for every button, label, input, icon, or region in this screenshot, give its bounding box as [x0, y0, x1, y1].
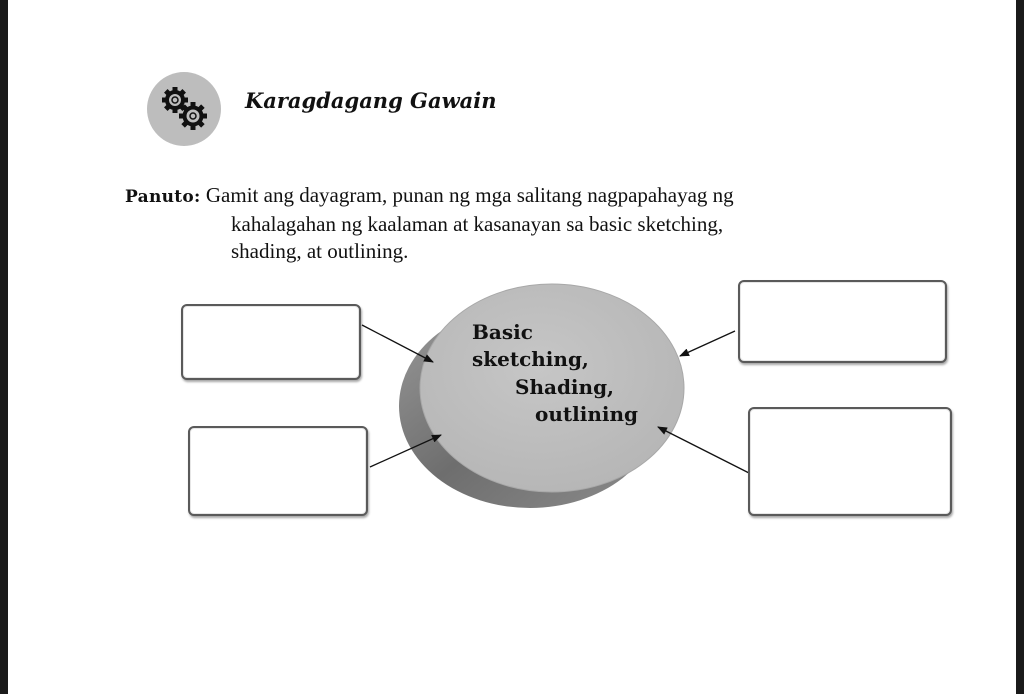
instructions-paragraph: Panuto: Gamit ang dayagram, punan ng mga…	[125, 182, 845, 265]
answer-box-top-left[interactable]	[181, 304, 361, 380]
activity-title: Karagdagang Gawain	[245, 88, 497, 113]
instructions-label: Panuto:	[125, 187, 201, 207]
arrow-top-right	[679, 330, 736, 357]
instructions-line-3: shading, at outlining.	[231, 239, 409, 263]
answer-box-top-right[interactable]	[738, 280, 947, 363]
instructions-line-1: Gamit ang dayagram, punan ng mga salitan…	[205, 183, 734, 207]
diagram-graphics	[361, 283, 750, 508]
center-disc-top	[419, 283, 685, 493]
center-label-line-1: Basic	[472, 320, 533, 344]
worksheet-page: Karagdagang Gawain Panuto: Gamit ang day…	[8, 0, 1016, 694]
answer-box-bottom-right[interactable]	[748, 407, 952, 516]
center-label-line-2: sketching,	[472, 347, 589, 371]
center-label-line-4: outlining	[535, 402, 638, 426]
arrow-bottom-left	[369, 434, 442, 468]
answer-box-bottom-left[interactable]	[188, 426, 368, 516]
instructions-line-2: kahalagahan ng kaalaman at kasanayan sa …	[231, 212, 724, 236]
arrow-bottom-right	[657, 426, 750, 474]
arrow-top-left	[361, 324, 434, 363]
center-label-line-3: Shading,	[515, 375, 615, 399]
gears-icon	[147, 72, 221, 146]
